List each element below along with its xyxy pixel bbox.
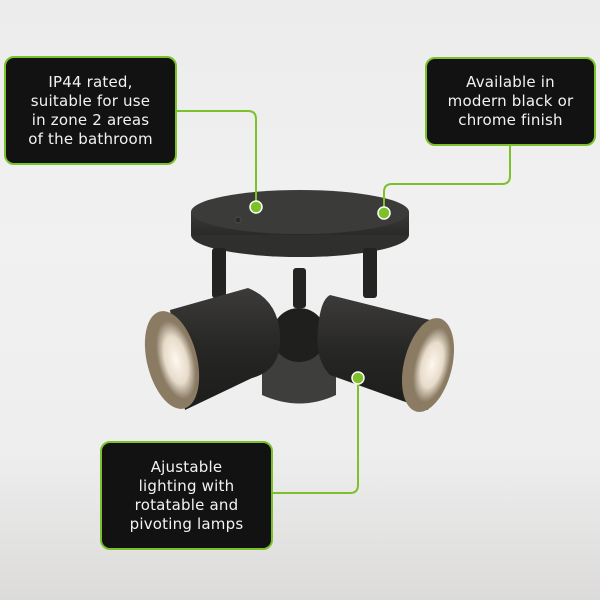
callout-connectors: [177, 110, 511, 494]
callout-line: lighting with: [138, 476, 235, 495]
callout-ip-rating: IP44 rated, suitable for use in zone 2 a…: [4, 56, 177, 165]
callout-line: chrome finish: [458, 111, 563, 129]
callout-line: of the bathroom: [28, 129, 153, 148]
center-lamp: [262, 308, 336, 404]
connector-dots: [249, 200, 391, 385]
callout-adjustable: Ajustable lighting with rotatable and pi…: [100, 441, 273, 550]
callout-line: Available in: [466, 73, 555, 91]
left-lamp: [144, 288, 281, 410]
callout-line: pivoting lamps: [129, 514, 244, 533]
callout-line: Ajustable: [150, 457, 223, 476]
callout-line: in zone 2 areas: [31, 110, 150, 129]
right-lamp: [317, 295, 455, 412]
callout-line: suitable for use: [30, 91, 151, 110]
callout-line: modern black or: [447, 92, 574, 110]
lamp-stems: [212, 248, 377, 308]
callout-line: rotatable and: [134, 495, 239, 514]
callout-finish: Available in modern black or chrome fini…: [425, 57, 596, 146]
callout-line: IP44 rated,: [48, 72, 133, 91]
ceiling-plate: [191, 190, 409, 257]
